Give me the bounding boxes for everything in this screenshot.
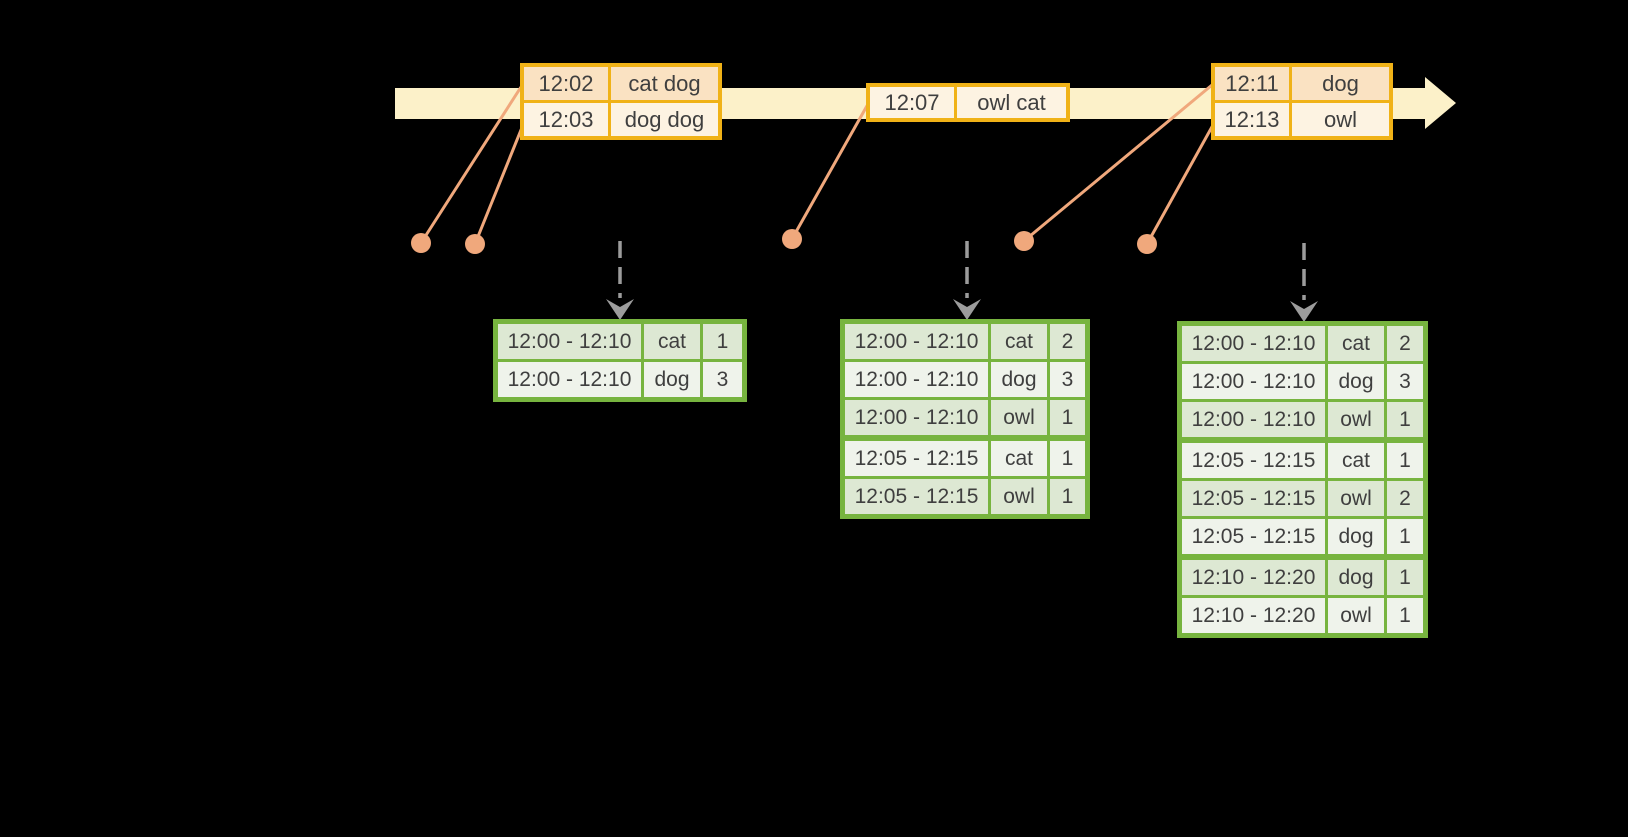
event-connector-line — [1145, 124, 1215, 245]
count-cell: 2 — [1387, 481, 1423, 516]
result-row: 12:00 - 12:10 dog 3 — [498, 362, 742, 397]
event-table-1: 12:02 cat dog 12:03 dog dog — [520, 63, 722, 140]
event-connector-line — [473, 124, 525, 245]
event-time-cell: 12:03 — [524, 103, 608, 136]
word-cell: owl — [1328, 598, 1384, 633]
result-row: 12:05 - 12:15 owl 2 — [1182, 481, 1423, 516]
word-cell: dog — [644, 362, 700, 397]
word-cell: owl — [991, 479, 1047, 514]
event-time-cell: 12:07 — [870, 87, 954, 118]
count-cell: 2 — [1387, 326, 1423, 361]
count-cell: 2 — [1050, 324, 1085, 359]
event-time-cell: 12:13 — [1215, 103, 1289, 136]
count-cell: 1 — [1050, 479, 1085, 514]
result-row: 12:00 - 12:10 owl 1 — [845, 400, 1085, 435]
result-row: 12:00 - 12:10 cat 1 — [498, 324, 742, 359]
window-cell: 12:05 - 12:15 — [1182, 443, 1325, 478]
event-dot — [1014, 231, 1034, 251]
word-cell: dog — [991, 362, 1047, 397]
event-connector-line — [1023, 83, 1213, 243]
word-cell: cat — [644, 324, 700, 359]
event-connector-lines — [419, 83, 1215, 245]
count-cell: 3 — [703, 362, 742, 397]
window-cell: 12:00 - 12:10 — [1182, 402, 1325, 437]
event-connector-line — [419, 86, 523, 244]
result-row: 12:05 - 12:15 cat 1 — [1182, 443, 1423, 478]
count-cell: 1 — [1387, 598, 1423, 633]
event-time-cell: 12:11 — [1215, 67, 1289, 100]
event-words-cell: owl — [1292, 103, 1389, 136]
event-words-cell: dog dog — [611, 103, 718, 136]
word-cell: owl — [991, 400, 1047, 435]
word-cell: owl — [1328, 402, 1384, 437]
result-table-2: 12:00 - 12:10 cat 2 12:00 - 12:10 dog 3 … — [840, 319, 1090, 519]
window-cell: 12:00 - 12:10 — [845, 362, 988, 397]
count-cell: 3 — [1387, 364, 1423, 399]
result-row: 12:00 - 12:10 cat 2 — [1182, 326, 1423, 361]
window-cell: 12:00 - 12:10 — [498, 362, 641, 397]
window-cell: 12:00 - 12:10 — [845, 324, 988, 359]
count-cell: 1 — [1387, 519, 1423, 554]
event-table-3: 12:11 dog 12:13 owl — [1211, 63, 1393, 140]
count-cell: 1 — [1387, 443, 1423, 478]
window-cell: 12:00 - 12:10 — [1182, 326, 1325, 361]
window-cell: 12:05 - 12:15 — [845, 479, 988, 514]
word-cell: cat — [1328, 326, 1384, 361]
result-row: 12:05 - 12:15 dog 1 — [1182, 519, 1423, 554]
window-cell: 12:00 - 12:10 — [845, 400, 988, 435]
count-cell: 1 — [1050, 400, 1085, 435]
word-cell: cat — [1328, 443, 1384, 478]
event-table-2: 12:07 owl cat — [866, 83, 1070, 122]
event-words-cell: owl cat — [957, 87, 1066, 118]
count-cell: 1 — [1050, 441, 1085, 476]
timeline-arrowhead-icon — [1425, 77, 1456, 129]
result-row: 12:00 - 12:10 dog 3 — [845, 362, 1085, 397]
trigger-arrowhead-icon — [1290, 301, 1318, 322]
event-words-cell: cat dog — [611, 67, 718, 100]
trigger-arrowhead-icon — [606, 299, 634, 320]
window-cell: 12:05 - 12:15 — [845, 441, 988, 476]
result-row: 12:00 - 12:10 dog 3 — [1182, 364, 1423, 399]
result-row: 12:00 - 12:10 owl 1 — [1182, 402, 1423, 437]
word-cell: cat — [991, 324, 1047, 359]
result-row: 12:10 - 12:20 owl 1 — [1182, 598, 1423, 633]
result-table-3: 12:00 - 12:10 cat 2 12:00 - 12:10 dog 3 … — [1177, 321, 1428, 638]
window-cell: 12:05 - 12:15 — [1182, 481, 1325, 516]
result-row: 12:10 - 12:20 dog 1 — [1182, 560, 1423, 595]
event-dot — [1137, 234, 1157, 254]
trigger-arrowheads — [606, 299, 1318, 322]
count-cell: 1 — [1387, 560, 1423, 595]
result-row: 12:05 - 12:15 cat 1 — [845, 441, 1085, 476]
word-cell: dog — [1328, 364, 1384, 399]
event-words-cell: dog — [1292, 67, 1389, 100]
result-row: 12:05 - 12:15 owl 1 — [845, 479, 1085, 514]
window-cell: 12:10 - 12:20 — [1182, 598, 1325, 633]
window-cell: 12:05 - 12:15 — [1182, 519, 1325, 554]
result-table-1: 12:00 - 12:10 cat 1 12:00 - 12:10 dog 3 — [493, 319, 747, 402]
word-cell: dog — [1328, 519, 1384, 554]
count-cell: 3 — [1050, 362, 1085, 397]
word-cell: owl — [1328, 481, 1384, 516]
event-dots — [411, 229, 1157, 254]
event-time-cell: 12:02 — [524, 67, 608, 100]
word-cell: cat — [991, 441, 1047, 476]
result-row: 12:00 - 12:10 cat 2 — [845, 324, 1085, 359]
window-cell: 12:00 - 12:10 — [1182, 364, 1325, 399]
count-cell: 1 — [703, 324, 742, 359]
count-cell: 1 — [1387, 402, 1423, 437]
word-cell: dog — [1328, 560, 1384, 595]
window-cell: 12:00 - 12:10 — [498, 324, 641, 359]
event-dot — [782, 229, 802, 249]
trigger-arrowhead-icon — [953, 299, 981, 320]
event-connector-line — [790, 103, 870, 240]
event-dot — [465, 234, 485, 254]
trigger-arrow-lines — [618, 241, 1306, 300]
window-cell: 12:10 - 12:20 — [1182, 560, 1325, 595]
event-dot — [411, 233, 431, 253]
